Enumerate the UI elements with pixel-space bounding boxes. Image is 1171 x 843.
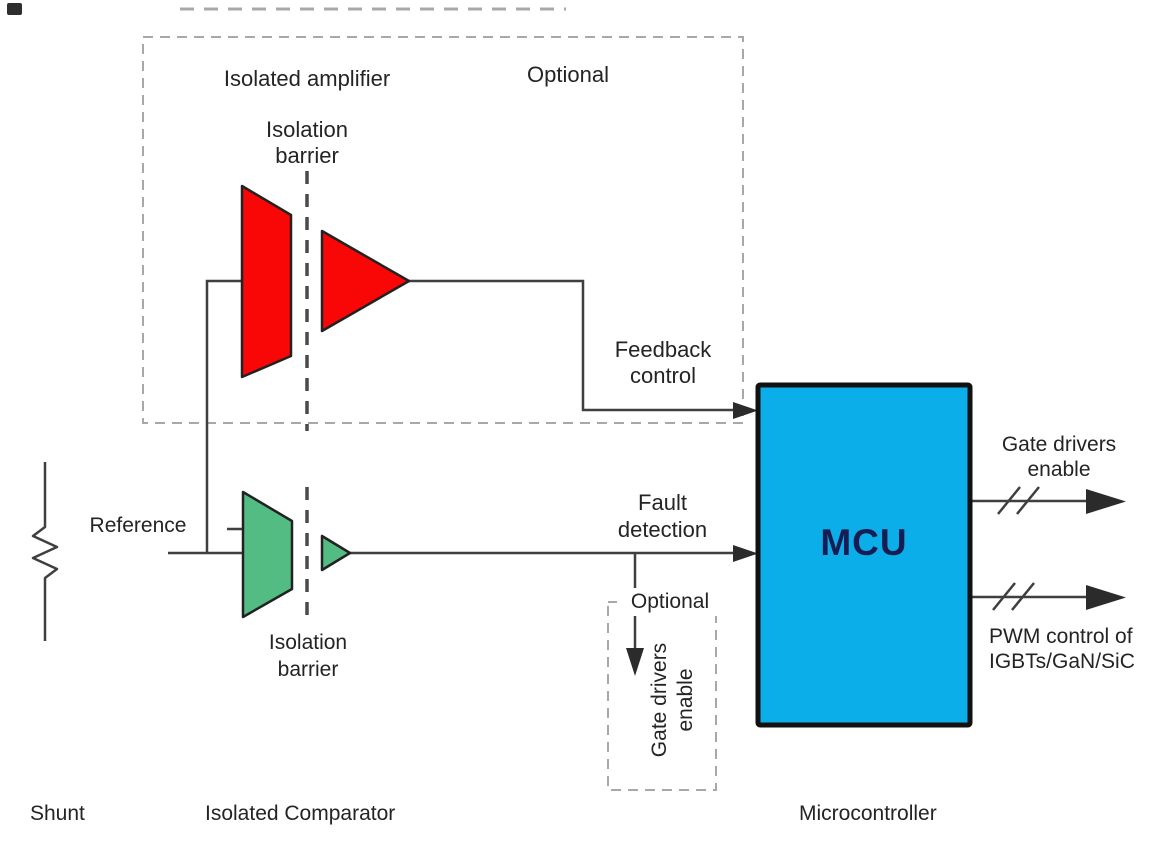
- gate-drivers-enable-output-label: Gate drivers enable: [1001, 433, 1117, 481]
- mcu-block: [755, 382, 973, 728]
- fault-detection-label: Fault detection: [617, 490, 708, 542]
- feedback-control-label: Feedback control: [614, 337, 712, 388]
- enable-drop-arrowhead-icon: [626, 648, 644, 676]
- bus-slash-icon: [1011, 582, 1035, 611]
- isolated-amplifier-output-stage: [320, 229, 411, 333]
- pwm-control-label: PWM control of IGBTs/GaN/SiC: [989, 625, 1135, 673]
- isolated-amplifier-label: Isolated amplifier: [223, 66, 391, 91]
- fault-arrowhead-icon: [733, 545, 758, 562]
- isolated-amplifier-input-stage: [240, 184, 293, 379]
- optional-label-bottom: Optional: [617, 588, 723, 616]
- bus-slash-icon: [997, 486, 1021, 515]
- bus-slash-icon: [992, 582, 1016, 611]
- corner-artifact: [7, 3, 22, 15]
- isolated-comparator-caption: Isolated Comparator: [205, 802, 396, 825]
- feedback-wire: [409, 279, 734, 412]
- optional-label-top: Optional: [527, 62, 609, 87]
- isolation-barrier-label-top: Isolation barrier: [266, 117, 348, 168]
- reference-label: Reference: [89, 514, 187, 537]
- microcontroller-caption: Microcontroller: [799, 802, 937, 825]
- amplifier-input-wire: [205, 279, 242, 553]
- isolation-barrier-label-bottom: Isolation barrier: [268, 631, 348, 681]
- comparator-input-stage: [241, 490, 294, 619]
- gate-enable-arrowhead-icon: [1086, 489, 1126, 514]
- gate-drivers-enable-rotated-label: Gate drivers enable: [648, 642, 697, 758]
- bus-slash-icon: [1016, 486, 1040, 515]
- comparator-output-stage: [320, 534, 352, 572]
- feedback-arrowhead-icon: [733, 402, 758, 419]
- shunt-resistor-icon: [31, 462, 59, 641]
- pwm-arrowhead-icon: [1086, 585, 1126, 610]
- shunt-caption: Shunt: [30, 802, 85, 825]
- mcu-label: MCU: [820, 522, 908, 563]
